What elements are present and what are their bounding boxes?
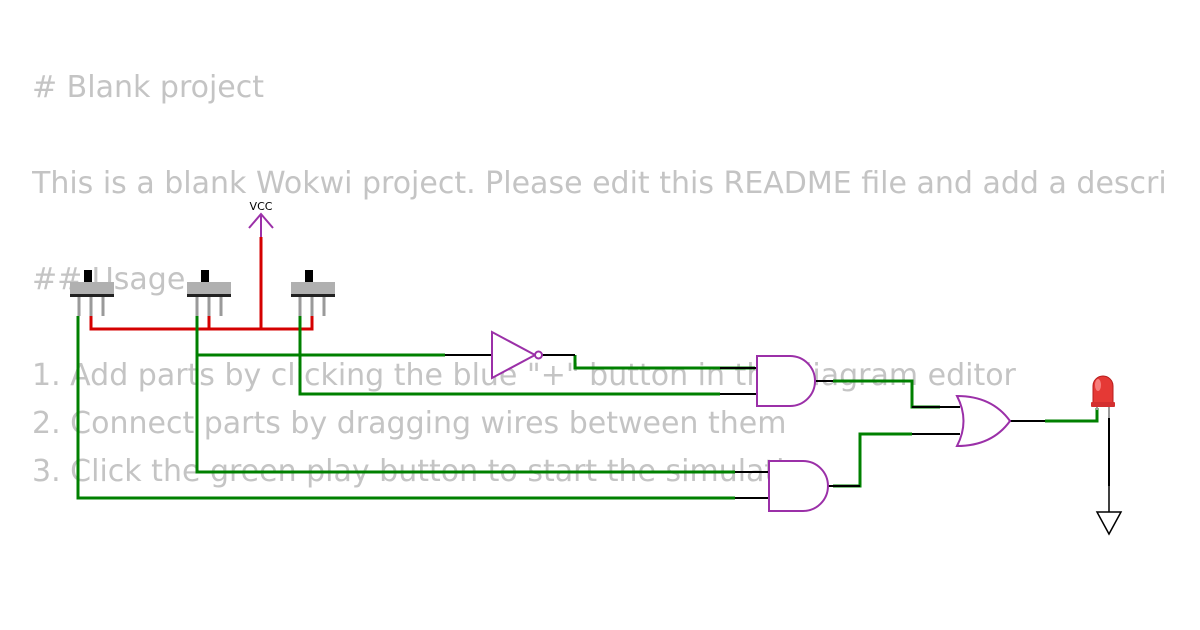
- switch-knob[interactable]: [305, 270, 313, 282]
- wire-sw3-and1[interactable]: [298, 316, 720, 396]
- wire-not-and1[interactable]: [573, 355, 755, 370]
- wire-and2-or[interactable]: [833, 432, 912, 488]
- slide-switch-3[interactable]: [291, 270, 335, 316]
- power-bus-wire[interactable]: [89, 316, 314, 331]
- wire-and1-or[interactable]: [833, 379, 940, 409]
- signal-wires: [76, 316, 1099, 500]
- ground-symbol[interactable]: [1095, 418, 1123, 536]
- not-gate-body-icon: [491, 330, 538, 380]
- power-wires: [89, 237, 314, 331]
- slide-switch-2[interactable]: [187, 270, 231, 316]
- led-red[interactable]: [1091, 375, 1115, 418]
- switch-knob[interactable]: [201, 270, 209, 282]
- readme-step-2: 2. Connect parts by dragging wires betwe…: [32, 406, 787, 441]
- slide-switch-1[interactable]: [70, 270, 114, 316]
- pin-leads: [445, 354, 1045, 499]
- readme-description: This is a blank Wokwi project. Please ed…: [32, 166, 1168, 201]
- ground-icon: [1095, 511, 1123, 536]
- wire-sw2-not[interactable]: [195, 316, 445, 357]
- not-gate-bubble-icon: [534, 350, 543, 360]
- vcc-symbol[interactable]: VCC: [248, 200, 274, 237]
- and-gate-1[interactable]: [756, 355, 816, 407]
- and-gate-2[interactable]: [768, 460, 829, 512]
- switch-knob[interactable]: [84, 270, 92, 282]
- vcc-label: VCC: [250, 200, 273, 213]
- vcc-arrow-icon: [248, 212, 274, 237]
- wire-or-led[interactable]: [1045, 408, 1099, 423]
- readme-title: # Blank project: [32, 70, 265, 105]
- wire-sw2-and2[interactable]: [195, 355, 735, 474]
- wire-sw1-and2[interactable]: [76, 316, 735, 500]
- not-gate[interactable]: [491, 330, 543, 380]
- or-gate[interactable]: [955, 394, 1012, 448]
